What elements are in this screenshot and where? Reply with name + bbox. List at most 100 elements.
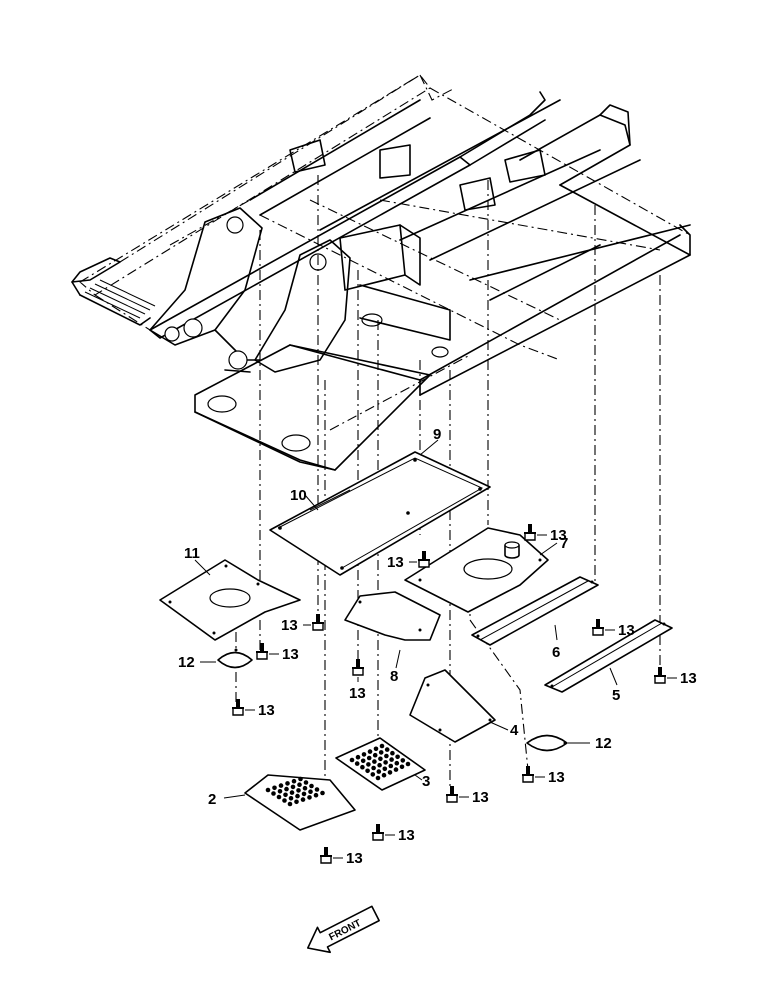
bolt-13-label: 13 — [548, 769, 565, 786]
callout-5: 5 — [612, 687, 620, 704]
perforation-hole — [405, 761, 411, 767]
perforation-hole — [288, 796, 294, 801]
perforation-hole — [365, 768, 370, 774]
bolt-13-label: 13 — [349, 685, 366, 702]
perforation-hole — [394, 760, 400, 766]
main-frame — [71, 74, 691, 471]
perforation-hole — [308, 789, 313, 794]
bolt-13-label: 13 — [680, 670, 697, 687]
perforation-hole — [366, 762, 371, 767]
perforation-hole — [378, 756, 383, 762]
perforation-hole — [313, 792, 319, 798]
perforation-hole — [282, 798, 287, 803]
perforation-hole — [377, 762, 382, 768]
perforation-hole — [400, 758, 406, 763]
perforation-hole — [314, 787, 320, 792]
callout-leaders — [194, 439, 618, 799]
bolt-13: 13 — [372, 824, 415, 844]
perforation-hole — [277, 789, 283, 794]
callout-12-right: 12 — [595, 735, 612, 752]
perforation-hole — [289, 790, 295, 795]
perforation-hole — [297, 782, 302, 787]
part-8-panel — [344, 591, 441, 641]
perforation-hole — [367, 749, 373, 754]
part-12-cover-right — [526, 734, 568, 752]
perforation-hole — [355, 754, 361, 760]
perforation-hole — [291, 778, 297, 784]
callout-12-left: 12 — [178, 654, 195, 671]
perforation-hole — [370, 772, 376, 777]
perforation-hole — [384, 747, 390, 752]
perforation-hole — [300, 797, 306, 802]
callout-3: 3 — [422, 773, 430, 790]
part-12-cover-left — [217, 648, 253, 669]
bolt-13-label: 13 — [472, 789, 489, 806]
callout-9: 9 — [433, 426, 441, 443]
bolt-13: 13 — [522, 766, 565, 786]
bolt-13: 13 — [524, 524, 567, 544]
callout-8: 8 — [390, 668, 398, 685]
perforation-hole — [389, 757, 394, 762]
perforation-hole — [372, 759, 377, 764]
perforation-hole — [366, 755, 372, 761]
part-7-panel — [404, 527, 549, 613]
perforation-hole — [399, 764, 405, 770]
perforation-hole — [302, 785, 308, 791]
part-11-panel — [159, 559, 301, 641]
callout-2: 2 — [208, 791, 216, 808]
perforation-hole — [381, 772, 387, 778]
perforation-hole — [298, 776, 303, 782]
callout-11: 11 — [184, 545, 200, 562]
front-arrow: FRONT — [306, 905, 380, 954]
perforation-hole — [387, 770, 393, 775]
perforation-hole — [309, 783, 314, 789]
bolt-13-label: 13 — [618, 622, 635, 639]
perforation-hole — [360, 764, 365, 770]
perforation-hole — [320, 790, 325, 796]
perforation-hole — [360, 758, 366, 764]
callout-10: 10 — [290, 487, 307, 504]
perforation-hole — [295, 793, 300, 799]
perforation-hole — [383, 760, 388, 765]
perforation-hole — [379, 743, 385, 749]
perforation-hole — [373, 746, 379, 752]
callout-4: 4 — [510, 722, 519, 739]
perforation-hole — [382, 766, 388, 772]
part-4-panel — [409, 669, 496, 743]
perforation-hole — [395, 754, 400, 760]
bolts: 13 13 13 13 13 13 13 13 13 13 13 13 — [232, 524, 697, 867]
perforation-hole — [287, 801, 293, 807]
perforation-hole — [354, 761, 360, 766]
perforation-hole — [361, 752, 367, 757]
perforation-hole — [378, 750, 384, 755]
bolt-13: 13 — [654, 667, 697, 687]
perforations — [349, 743, 411, 781]
bolt-13: 13 — [387, 551, 430, 571]
perforations — [265, 776, 325, 807]
perforation-hole — [294, 799, 299, 805]
bolt-13-label: 13 — [281, 617, 298, 634]
bolt-13: 13 — [592, 619, 635, 639]
perforation-hole — [276, 794, 282, 800]
perforation-hole — [371, 765, 376, 771]
callout-7: 7 — [560, 535, 568, 552]
perforation-hole — [384, 753, 389, 759]
bolt-13-label: 13 — [550, 527, 567, 544]
bolt-13: 13 — [232, 699, 275, 719]
bolt-13-label: 13 — [387, 554, 404, 571]
perforation-hole — [301, 791, 307, 797]
bolt-13-label: 13 — [346, 850, 363, 867]
perforation-hole — [375, 775, 381, 781]
bolt-13-label: 13 — [398, 827, 415, 844]
perforation-hole — [303, 780, 309, 785]
perforation-hole — [265, 787, 271, 793]
perforation-hole — [376, 769, 382, 774]
perforation-hole — [390, 750, 395, 756]
part-9-10-large-plate — [269, 451, 491, 576]
perforation-hole — [284, 786, 289, 792]
perforation-hole — [388, 763, 394, 769]
bolt-13: 13 — [320, 847, 363, 867]
bolt-13-label: 13 — [258, 702, 275, 719]
bolt-13-label: 13 — [282, 646, 299, 663]
